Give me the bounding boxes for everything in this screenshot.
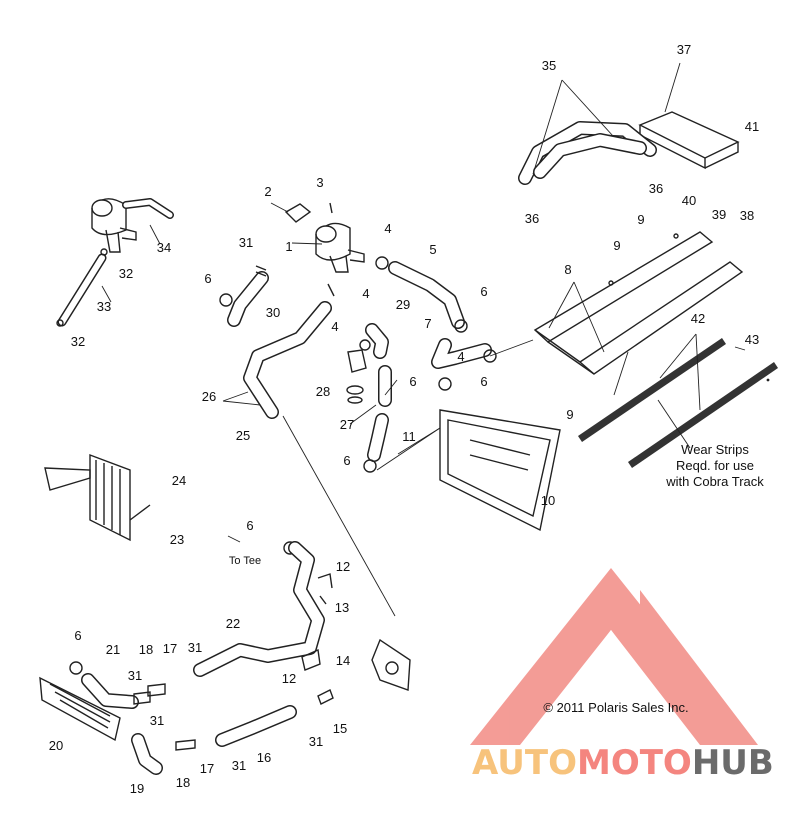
leader-lines bbox=[101, 62, 701, 617]
brand-name: AUTOMOTOHUB bbox=[472, 743, 774, 783]
radiator-lower bbox=[39, 676, 121, 742]
callout-41: 41 bbox=[745, 119, 759, 134]
callout-6: 6 bbox=[480, 284, 487, 299]
callout-6: 6 bbox=[246, 518, 253, 533]
callout-35: 35 bbox=[542, 58, 556, 73]
wear-strips-note-line2: Reqd. for use bbox=[676, 458, 754, 473]
callout-32: 32 bbox=[119, 266, 133, 281]
callout-6: 6 bbox=[204, 271, 211, 286]
callout-24: 24 bbox=[172, 473, 186, 488]
callout-4: 4 bbox=[457, 349, 464, 364]
callout-3: 3 bbox=[316, 175, 323, 190]
callout-6: 6 bbox=[480, 374, 487, 389]
callout-15: 15 bbox=[333, 721, 347, 736]
callout-42: 42 bbox=[691, 311, 705, 326]
callout-21: 21 bbox=[106, 642, 120, 657]
callout-6: 6 bbox=[409, 374, 416, 389]
callout-20: 20 bbox=[49, 738, 63, 753]
brand-part-moto: MOTO bbox=[577, 743, 692, 783]
callout-18: 18 bbox=[139, 642, 153, 657]
callout-25: 25 bbox=[236, 428, 250, 443]
callout-numbers: 1234444566666667899910111212131415161717… bbox=[49, 42, 759, 796]
callout-9: 9 bbox=[637, 212, 644, 227]
callout-31: 31 bbox=[150, 713, 164, 728]
brand-part-hub: HUB bbox=[692, 743, 774, 783]
callout-17: 17 bbox=[200, 761, 214, 776]
callout-12: 12 bbox=[336, 559, 350, 574]
rear-heat-exchanger bbox=[638, 111, 740, 170]
callout-2: 2 bbox=[264, 184, 271, 199]
callout-31: 31 bbox=[128, 668, 142, 683]
wear-strips-note-line3: with Cobra Track bbox=[665, 474, 764, 489]
callout-36: 36 bbox=[649, 181, 663, 196]
callout-6: 6 bbox=[343, 453, 350, 468]
callout-1: 1 bbox=[285, 239, 292, 254]
callout-31: 31 bbox=[188, 640, 202, 655]
callout-19: 19 bbox=[130, 781, 144, 796]
callout-31: 31 bbox=[232, 758, 246, 773]
callout-39: 39 bbox=[712, 207, 726, 222]
callout-36: 36 bbox=[525, 211, 539, 226]
callout-4: 4 bbox=[331, 319, 338, 334]
callout-6: 6 bbox=[74, 628, 81, 643]
callout-11: 11 bbox=[402, 429, 416, 444]
callout-40: 40 bbox=[682, 193, 696, 208]
callout-17: 17 bbox=[163, 641, 177, 656]
callout-32: 32 bbox=[71, 334, 85, 349]
callout-13: 13 bbox=[335, 600, 349, 615]
callout-4: 4 bbox=[384, 221, 391, 236]
copyright-text: © 2011 Polaris Sales Inc. bbox=[543, 700, 688, 715]
callout-8: 8 bbox=[564, 262, 571, 277]
callout-9: 9 bbox=[613, 238, 620, 253]
coolant-bottle-upper bbox=[91, 198, 174, 253]
hose-clamps bbox=[69, 256, 497, 675]
callout-34: 34 bbox=[157, 240, 171, 255]
callout-23: 23 bbox=[170, 532, 184, 547]
callout-43: 43 bbox=[745, 332, 759, 347]
water-pump bbox=[371, 638, 411, 691]
brand-logo bbox=[470, 568, 758, 745]
callout-5: 5 bbox=[429, 242, 436, 257]
callout-12: 12 bbox=[282, 671, 296, 686]
callout-38: 38 bbox=[740, 208, 754, 223]
callout-27: 27 bbox=[340, 417, 354, 432]
wear-strips-note-line1: Wear Strips bbox=[681, 442, 749, 457]
callout-16: 16 bbox=[257, 750, 271, 765]
callout-7: 7 bbox=[424, 316, 431, 331]
callout-31: 31 bbox=[239, 235, 253, 250]
oil-cooler bbox=[44, 453, 151, 542]
heat-exchanger bbox=[533, 231, 744, 375]
callout-18: 18 bbox=[176, 775, 190, 790]
front-heat-exchanger bbox=[439, 409, 561, 532]
wear-strips bbox=[578, 338, 778, 468]
callout-31: 31 bbox=[309, 734, 323, 749]
callout-28: 28 bbox=[316, 384, 330, 399]
callout-14: 14 bbox=[336, 653, 350, 668]
callout-22: 22 bbox=[226, 616, 240, 631]
to-tee-label: To Tee bbox=[229, 555, 261, 567]
callout-33: 33 bbox=[97, 299, 111, 314]
coolant-reservoir bbox=[284, 202, 365, 273]
callout-37: 37 bbox=[677, 42, 691, 57]
callout-10: 10 bbox=[541, 493, 555, 508]
brand-part-auto: AUTO bbox=[472, 743, 577, 783]
callout-26: 26 bbox=[202, 389, 216, 404]
callout-9: 9 bbox=[566, 407, 573, 422]
callout-30: 30 bbox=[266, 305, 280, 320]
callout-4: 4 bbox=[362, 286, 369, 301]
callout-29: 29 bbox=[396, 297, 410, 312]
